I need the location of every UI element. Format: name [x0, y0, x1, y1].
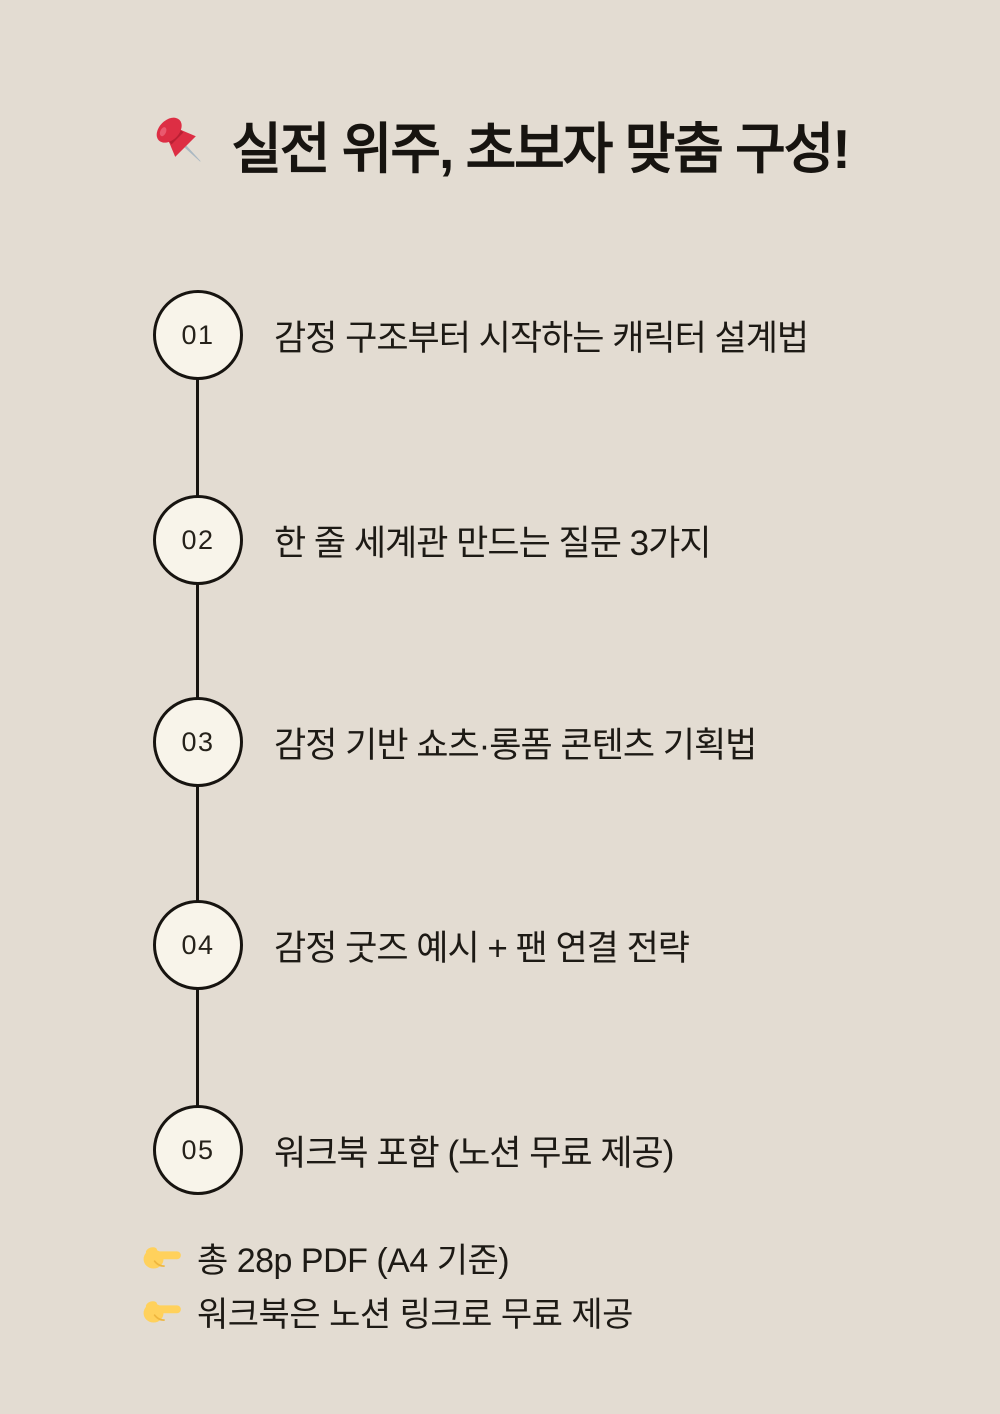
step-number: 02: [181, 524, 215, 555]
step-number-badge: 02: [153, 495, 243, 585]
step-number-badge: 01: [153, 290, 243, 380]
step-number: 05: [181, 1134, 215, 1165]
pointing-right-icon: [142, 1290, 184, 1332]
note-text: 워크북은 노션 링크로 무료 제공: [197, 1295, 633, 1334]
step-number: 04: [181, 929, 215, 960]
timeline-item: 03 감정 기반 쇼츠·롱폼 콘텐츠 기획법: [153, 697, 757, 787]
step-label: 감정 굿즈 예시 + 팬 연결 전략: [274, 928, 690, 968]
timeline-item: 04 감정 굿즈 예시 + 팬 연결 전략: [153, 900, 690, 990]
step-number: 03: [181, 726, 215, 757]
note-text: 총 28p PDF (A4 기준): [197, 1241, 510, 1280]
pushpin-icon: [151, 112, 215, 176]
step-label: 워크북 포함 (노션 무료 제공): [274, 1133, 674, 1173]
timeline-item: 02 한 줄 세계관 만드는 질문 3가지: [153, 495, 711, 585]
step-label: 한 줄 세계관 만드는 질문 3가지: [274, 523, 711, 563]
timeline-item: 01 감정 구조부터 시작하는 캐릭터 설계법: [153, 290, 809, 380]
footnote: 총 28p PDF (A4 기준): [142, 1233, 510, 1281]
step-number-badge: 04: [153, 900, 243, 990]
pointing-right-icon: [142, 1236, 184, 1278]
step-number-badge: 03: [153, 697, 243, 787]
step-number: 01: [181, 319, 215, 350]
step-number-badge: 05: [153, 1105, 243, 1195]
timeline-item: 05 워크북 포함 (노션 무료 제공): [153, 1105, 674, 1195]
step-label: 감정 구조부터 시작하는 캐릭터 설계법: [274, 318, 809, 358]
header: 실전 위주, 초보자 맞춤 구성!: [0, 104, 1000, 184]
footnote: 워크북은 노션 링크로 무료 제공: [142, 1287, 633, 1335]
step-label: 감정 기반 쇼츠·롱폼 콘텐츠 기획법: [274, 725, 757, 765]
page-title: 실전 위주, 초보자 맞춤 구성!: [231, 118, 850, 180]
